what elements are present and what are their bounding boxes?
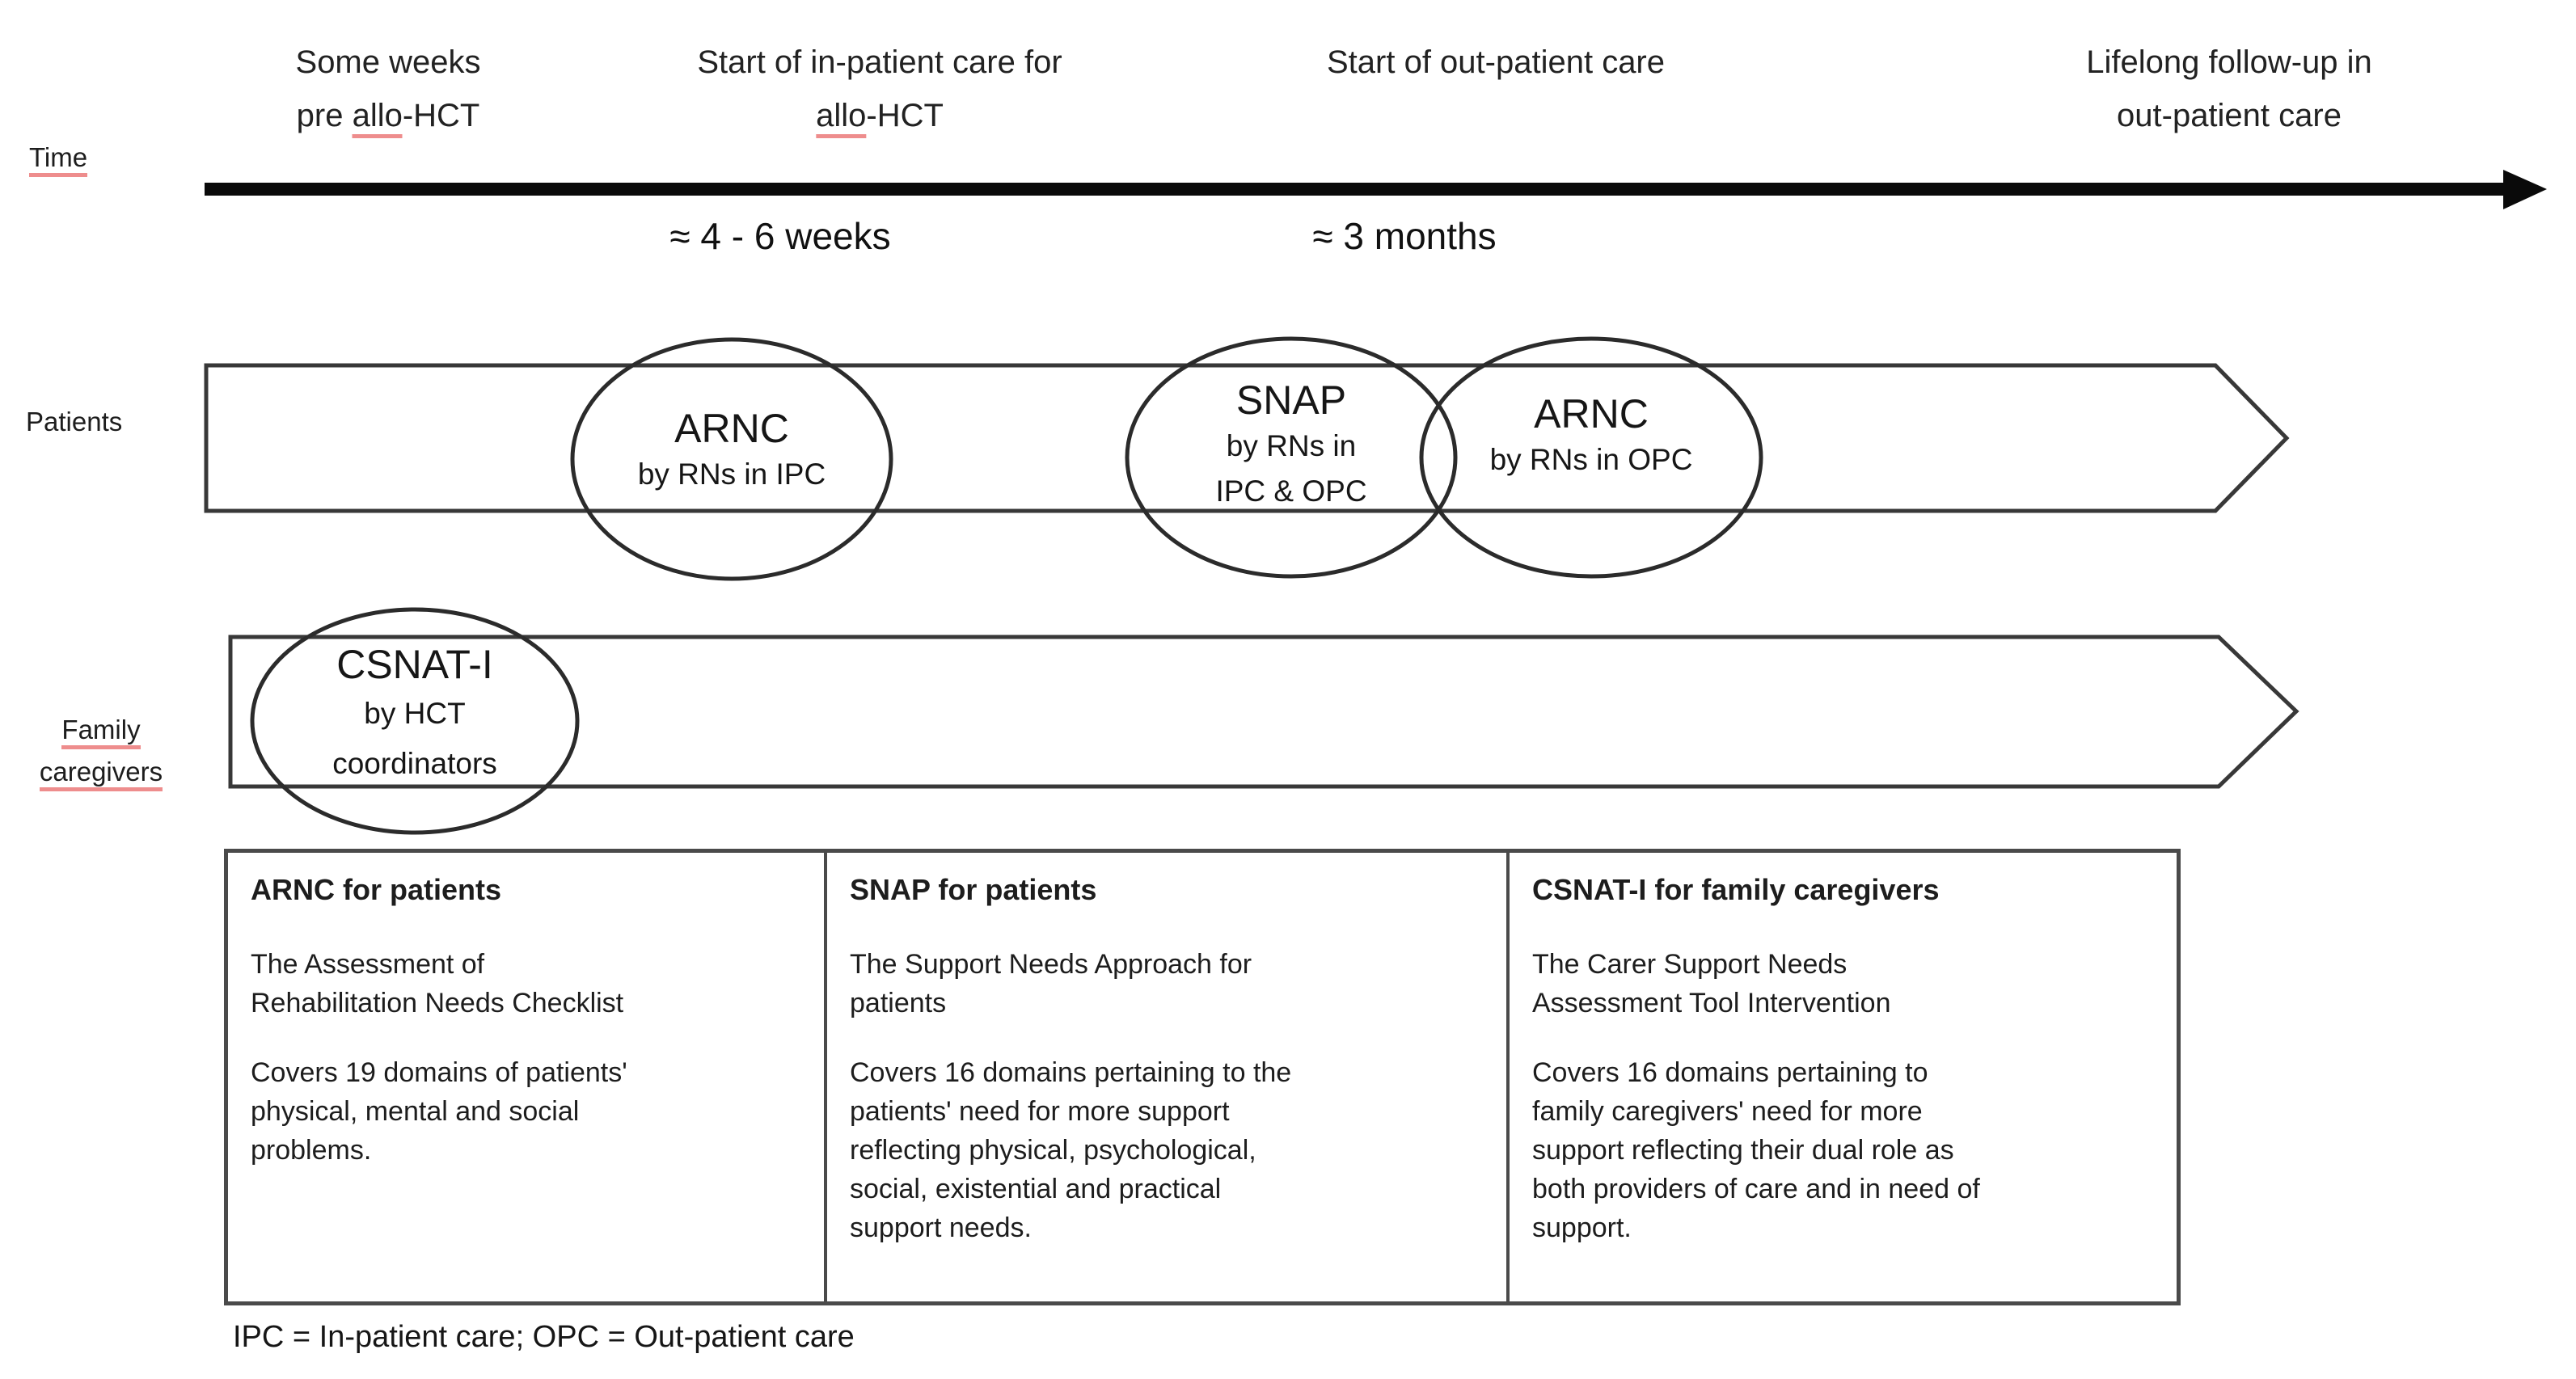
arnc-ipc-ellipse	[570, 337, 893, 581]
family-label-line2: caregivers	[39, 757, 163, 791]
time-axis-label: Time	[29, 141, 88, 177]
phase-label-line1: Lifelong follow-up in	[2086, 44, 2372, 80]
phase-label-line1: Start of out-patient care	[1326, 44, 1666, 80]
time-arrow-head-icon	[2503, 170, 2547, 209]
table-column-description: Covers 19 domains of patients' physical,…	[251, 1057, 627, 1166]
phase-label-inpatient-start: Start of in-patient care for allo-HCT	[697, 36, 1062, 142]
phase-label-line2: pre allo-HCT	[296, 89, 481, 142]
table-column-fullname: The Assessment of Rehabilitation Needs C…	[251, 949, 624, 1018]
phase-label-line1: Start of in-patient care for	[697, 44, 1062, 80]
assessment-subtitle: IPC & OPC	[1215, 474, 1367, 508]
family-caregivers-timeline-bar	[228, 635, 2299, 789]
patients-row-label: Patients	[26, 407, 123, 436]
duration-label-3-months: ≈ 3 months	[1312, 215, 1497, 257]
snap-ellipse-label: SNAP by RNs in IPC & OPC	[1215, 377, 1366, 514]
table-column-arnc: ARNC for patients The Assessment of Reha…	[228, 853, 824, 1301]
arnc-ipc-ellipse-label: ARNC by RNs in IPC	[638, 405, 826, 497]
phase-label-line2: allo-HCT	[697, 89, 1062, 142]
assessment-subtitle: by RNs in IPC	[637, 458, 826, 491]
assessment-title: ARNC	[674, 406, 789, 451]
table-column-snap: SNAP for patients The Support Needs Appr…	[824, 853, 1506, 1301]
assessment-subtitle: by RNs in OPC	[1489, 443, 1693, 476]
phase-label-lifelong-followup: Lifelong follow-up in out-patient care	[2086, 36, 2372, 142]
spellcheck-underlined-word: allo	[816, 98, 867, 138]
snap-ellipse	[1125, 336, 1458, 579]
spellcheck-underlined-word: allo	[352, 98, 403, 138]
table-column-csnat: CSNAT-I for family caregivers The Carer …	[1506, 853, 2177, 1301]
arnc-opc-ellipse	[1419, 336, 1763, 579]
table-column-fullname: The Carer Support Needs Assessment Tool …	[1532, 949, 1891, 1018]
csnat-ellipse	[250, 607, 580, 835]
time-axis-label-text: Time	[29, 142, 88, 177]
phase-label-outpatient-start: Start of out-patient care	[1327, 36, 1665, 89]
assessment-title: SNAP	[1235, 377, 1347, 423]
table-column-description: Covers 16 domains pertaining to the pati…	[850, 1057, 1292, 1243]
phase-label-line1: Some weeks	[295, 44, 481, 80]
assessment-title: CSNAT-I	[336, 642, 493, 687]
table-column-header: CSNAT-I for family caregivers	[1532, 873, 1940, 906]
abbreviations-footnote: IPC = In-patient care; OPC = Out-patient…	[233, 1320, 855, 1354]
table-column-header: SNAP for patients	[850, 873, 1097, 906]
phase-label-line2: out-patient care	[2117, 98, 2342, 133]
assessment-subtitle: by HCT	[364, 697, 466, 730]
family-caregivers-row-label: Family caregivers	[0, 709, 202, 793]
assessment-subtitle: by RNs in	[1226, 429, 1357, 462]
csnat-ellipse-label: CSNAT-I by HCT coordinators	[332, 640, 497, 789]
phase-label-pre-hct: Some weeks pre allo-HCT	[295, 36, 481, 142]
table-column-header: ARNC for patients	[251, 873, 502, 906]
table-column-fullname: The Support Needs Approach for patients	[850, 949, 1252, 1018]
assessment-title: ARNC	[1534, 391, 1649, 436]
assessment-description-table: ARNC for patients The Assessment of Reha…	[224, 849, 2181, 1305]
assessment-subtitle: coordinators	[332, 747, 497, 780]
duration-label-4-6-weeks: ≈ 4 - 6 weeks	[669, 215, 891, 257]
family-label-line1: Family	[61, 715, 141, 749]
arnc-opc-ellipse-label: ARNC by RNs in OPC	[1490, 390, 1693, 483]
patients-timeline-bar	[204, 363, 2290, 513]
table-column-description: Covers 16 domains pertaining to family c…	[1532, 1057, 1980, 1243]
